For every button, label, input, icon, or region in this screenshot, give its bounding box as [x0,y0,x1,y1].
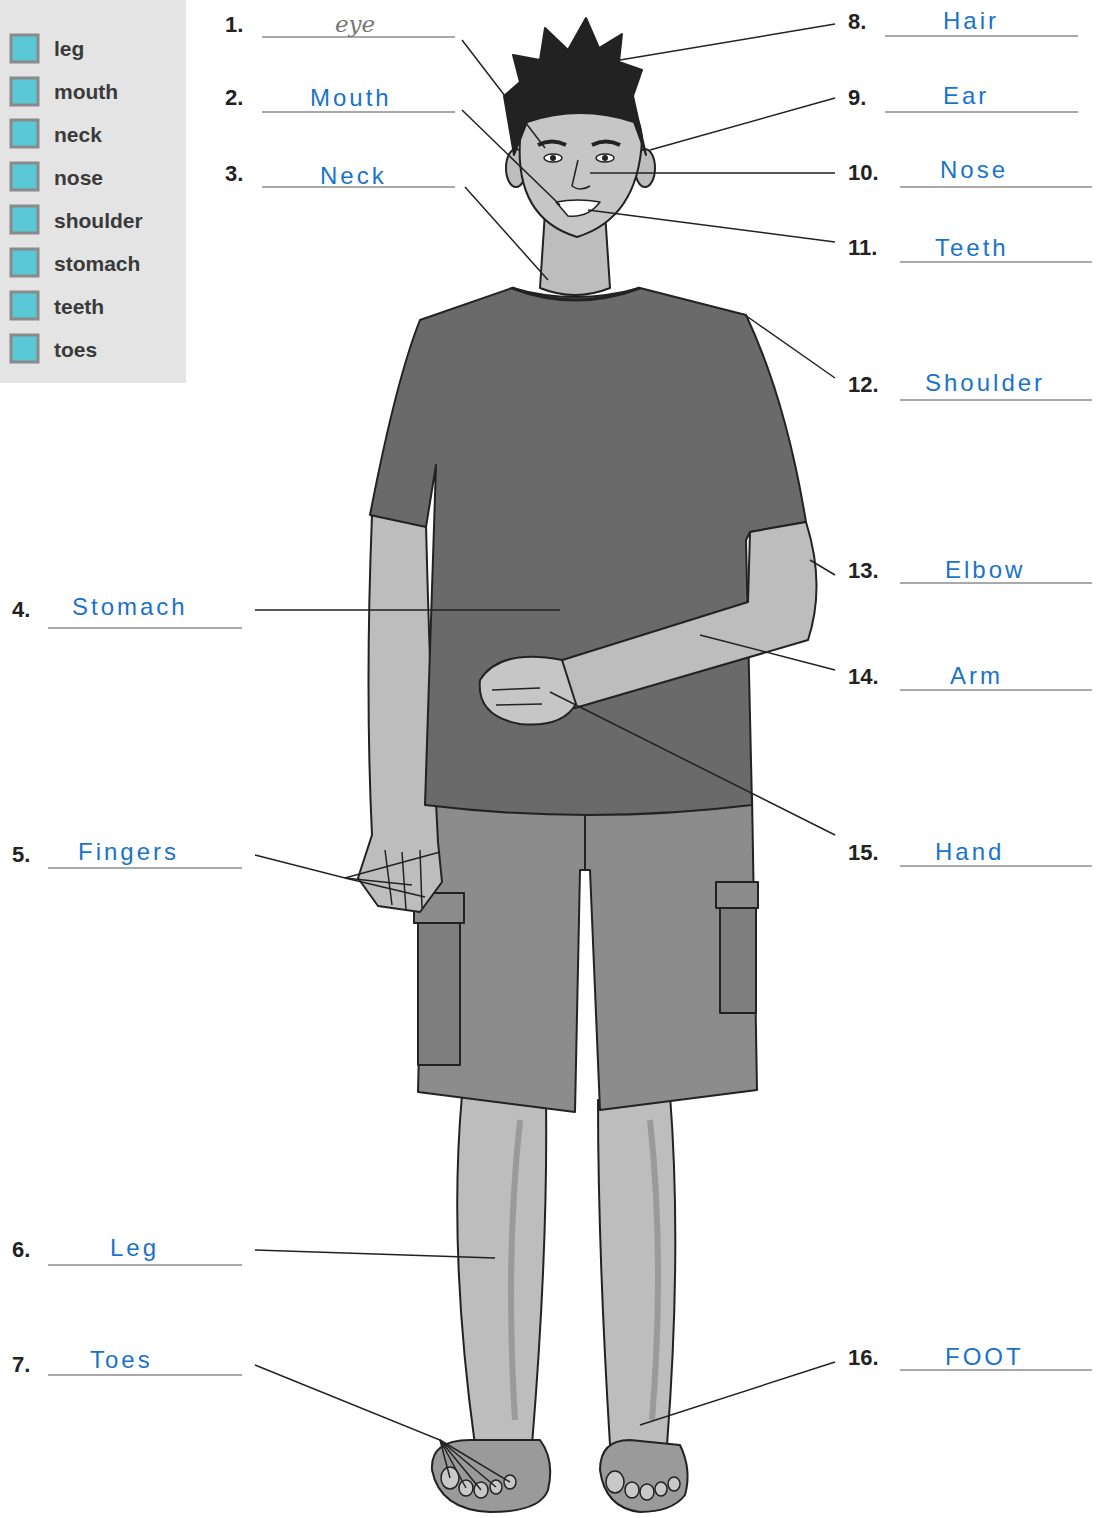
answer-text: Elbow [945,558,1025,582]
word-bank-item: leg [54,38,84,59]
answer-text: Fingers [78,840,179,864]
callout-number: 2. [225,87,243,109]
word-bank-item: stomach [54,253,140,274]
answer-lines [48,36,1092,1375]
word-bank-item: mouth [54,81,118,102]
callout-number: 6. [12,1239,30,1261]
answer-text: Neck [320,164,387,188]
word-bank-item: shoulder [54,210,143,231]
word-bank-panel [0,0,186,383]
leader-lines [255,24,835,1490]
answer-text: Arm [950,664,1003,688]
answer-text: Ear [943,84,989,108]
answer-text: Hair [943,9,999,33]
callout-number: 15. [848,842,879,864]
callout-number: 3. [225,163,243,185]
answer-text: Leg [110,1236,159,1260]
word-bank-item: toes [54,339,97,360]
callout-number: 7. [12,1354,30,1376]
callout-number: 4. [12,599,30,621]
answer-text: Toes [90,1348,153,1372]
callout-number: 14. [848,666,879,688]
answer-text: Shoulder [925,371,1045,395]
word-bank: leg mouth neck nose shoulder stomach teeth toes [0,0,186,383]
callout-number: 11. [848,237,877,259]
callout-number: 10. [848,162,879,184]
callout-number: 13. [848,560,879,582]
word-bank-item: nose [54,167,103,188]
answer-text: Stomach [72,595,188,619]
example-answer: eye [335,13,375,36]
callout-number: 8. [848,11,866,33]
answer-text: Hand [935,840,1004,864]
word-bank-item: teeth [54,296,104,317]
callout-number: 5. [12,844,30,866]
callout-number: 12. [848,374,879,396]
answer-text: Nose [940,158,1008,182]
man-figure [358,18,817,1512]
answer-text: Teeth [935,236,1009,260]
answer-text: Mouth [310,86,392,110]
word-bank-item: neck [54,124,102,145]
checkboxes [11,35,38,362]
callout-number: 1. [225,14,243,36]
callout-number: 16. [848,1347,879,1369]
answer-text: FOOT [945,1345,1024,1369]
callout-number: 9. [848,87,866,109]
